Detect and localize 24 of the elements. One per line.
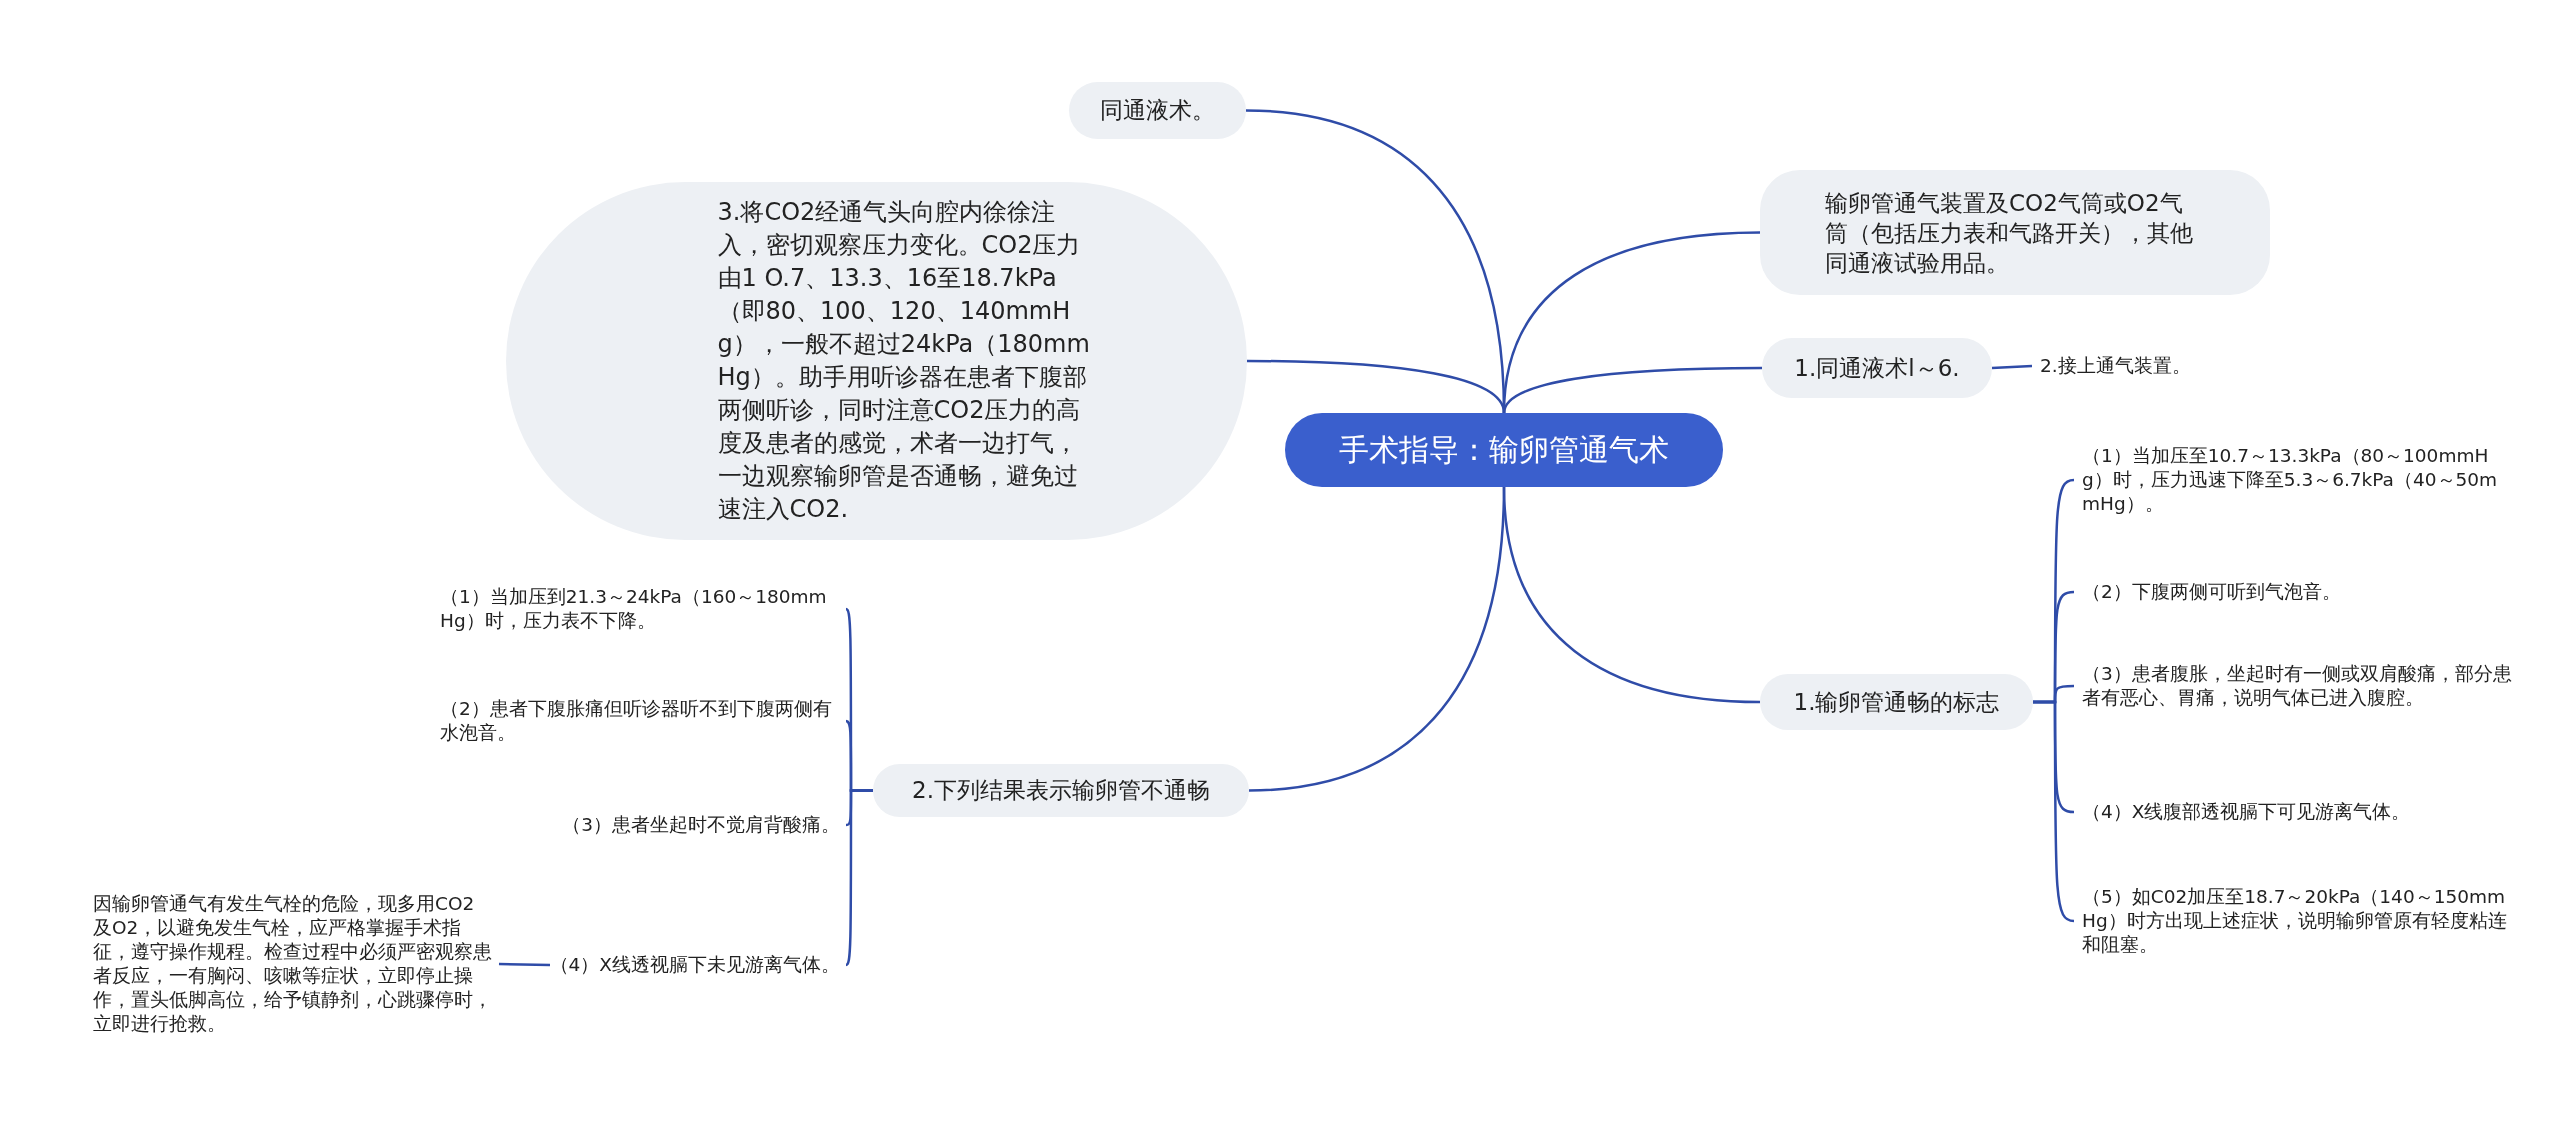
text-note: （4）X线腹部透视膈下可见游离气体。: [2082, 800, 2512, 824]
text-note: （3）患者腹胀，坐起时有一侧或双肩酸痛，部分患者有恶心、胃痛，说明气体已进入腹腔。: [2082, 662, 2512, 710]
topic-box: 输卵管通气装置及CO2气筒或O2气筒（包括压力表和气路开关），其他同通液试验用品。: [1760, 170, 2270, 295]
topic-box: 3.将CO2经通气头向腔内徐徐注入，密切观察压力变化。CO2压力由1 O.7、13.3、16至18.7kPa（即80、100、120、140mmHg），一般不超过24kPa（180mmHg）。助手用听诊器在患者下腹部两侧听诊，同时注意CO2压力的高度及患者的感觉，术者一边打气，一边观察输卵管是否通畅，避免过速注入CO2.: [506, 182, 1247, 540]
connector-line: [1248, 486, 1506, 792]
text-note: （3）患者坐起时不觉肩背酸痛。: [562, 813, 840, 837]
topic-box: 1.输卵管通畅的标志: [1760, 674, 2033, 730]
text-note: （2）患者下腹胀痛但听诊器听不到下腹两侧有水泡音。: [440, 697, 840, 745]
connector-line: [1991, 364, 2033, 370]
central-topic-box: 手术指导：输卵管通气术: [1285, 413, 1723, 487]
text-note: 2.接上通气装置。: [2040, 354, 2240, 378]
text-note: 因输卵管通气有发生气栓的危险，现多用CO2及O2，以避免发生气栓，应严格掌握手术指征，遵守操作规程。检查过程中必须严密观察患者反应，一有胸闷、咳嗽等症状，立即停止操作，置头低脚高位，给予镇静剂，心跳骤停时，立即进行抢救。: [93, 892, 493, 1036]
text-note: （1）当加压至10.7～13.3kPa（80～100mmHg）时，压力迅速下降至5.3～6.7kPa（40～50mmHg）。: [2082, 444, 2512, 516]
connector-line: [2033, 700, 2075, 923]
text-note: （2）下腹两侧可听到气泡音。: [2082, 580, 2512, 604]
connector-line: [1502, 366, 1762, 414]
text-note: （5）如C02加压至18.7～20kPa（140～150mmHg）时方出现上述症状，说明输卵管原有轻度粘连和阻塞。: [2082, 885, 2512, 957]
topic-box: 2.下列结果表示输卵管不通畅: [873, 764, 1249, 817]
topic-box: 1.同通液术l～6.: [1762, 338, 1992, 398]
topic-box: 同通液术。: [1069, 82, 1246, 139]
connector-line: [498, 962, 551, 967]
text-note: （1）当加压到21.3～24kPa（160～180mmHg）时，压力表不下降。: [440, 585, 840, 633]
connector-line: [845, 789, 873, 966]
text-note: （4）X线透视膈下未见游离气体。: [549, 953, 840, 977]
